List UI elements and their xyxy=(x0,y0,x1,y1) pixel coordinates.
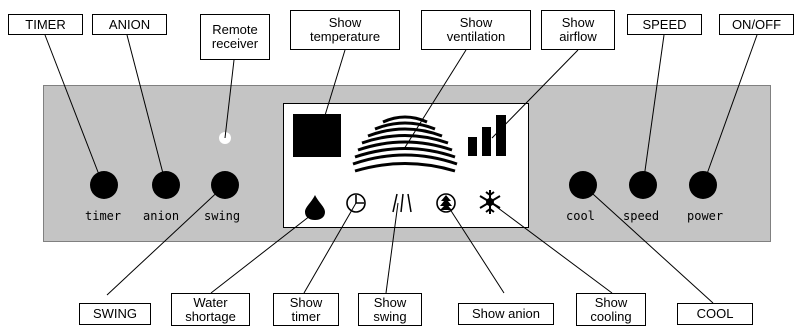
ventilation-arcs xyxy=(352,115,458,173)
label-speed: SPEED xyxy=(627,14,702,35)
swing-icon xyxy=(392,193,412,213)
button-caption-power: power xyxy=(687,209,724,223)
label-anion: ANION xyxy=(92,14,167,35)
label-swing: SWING xyxy=(79,303,151,325)
label-show-anion: Show anion xyxy=(458,303,554,325)
label-cool: COOL xyxy=(677,303,753,325)
button-caption-anion: anion xyxy=(143,209,180,223)
timer-button-dot xyxy=(90,171,118,199)
airflow-bars xyxy=(468,115,506,156)
label-timer: TIMER xyxy=(8,14,83,35)
leader-lines xyxy=(44,34,758,304)
button-caption-timer: timer xyxy=(85,209,122,223)
button-caption-speed: speed xyxy=(623,209,660,223)
button-caption-swing: swing xyxy=(204,209,241,223)
anion-tree-icon xyxy=(436,193,456,213)
water-drop-icon xyxy=(305,195,325,220)
temperature-block xyxy=(293,114,341,157)
label-onoff: ON/OFF xyxy=(719,14,794,35)
button-caption-cool: cool xyxy=(566,209,595,223)
